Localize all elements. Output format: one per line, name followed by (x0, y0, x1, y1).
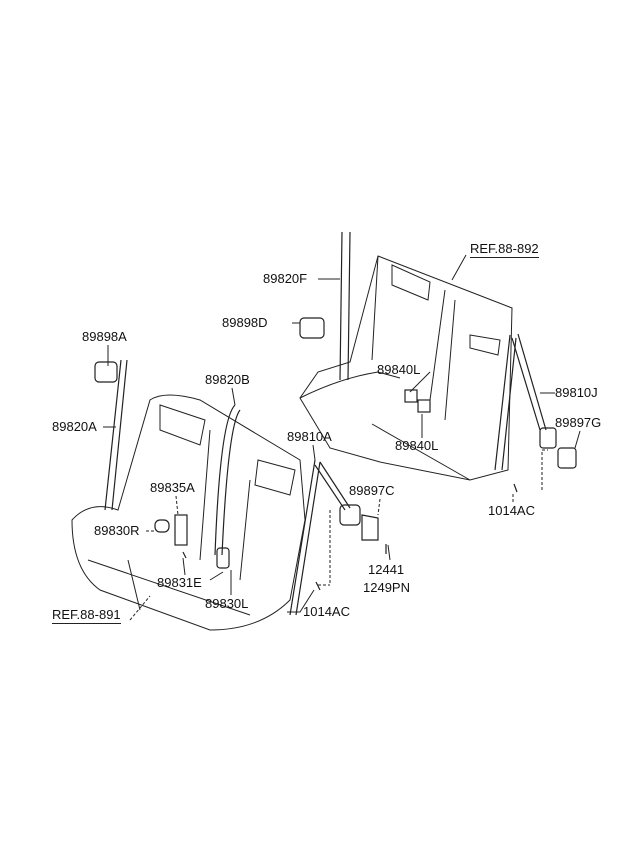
part-label-12441: 12441 (368, 562, 405, 577)
leader-lines (103, 254, 581, 621)
part-label-1249PN: 1249PN (363, 580, 410, 595)
part-label-1014AC-center: 1014AC (303, 604, 350, 619)
part-label-89840L-upper: 89840L (377, 362, 421, 377)
part-label-89820A: 89820A (52, 419, 97, 434)
part-label-89810A: 89810A (287, 429, 332, 444)
part-label-89810J: 89810J (555, 385, 598, 400)
part-label-89897G: 89897G (555, 415, 602, 430)
part-label-89897C: 89897C (349, 483, 395, 498)
part-label-89840L-lower: 89840L (395, 438, 439, 453)
second-row-seat (71, 394, 306, 631)
ref-88-891-label: REF.88-891 (52, 607, 121, 624)
ref-88-892-label: REF.88-892 (470, 241, 539, 258)
part-label-89835A: 89835A (150, 480, 195, 495)
part-label-89830L: 89830L (205, 596, 249, 611)
part-label-89831E: 89831E (157, 575, 202, 590)
part-label-1014AC-right: 1014AC (488, 503, 535, 518)
part-label-89898D: 89898D (222, 315, 268, 330)
part-label-89820B: 89820B (205, 372, 250, 387)
part-label-89820F: 89820F (263, 271, 308, 286)
part-label-89898A: 89898A (82, 329, 127, 344)
part-label-89830R: 89830R (94, 523, 140, 538)
seat-belts (94, 231, 577, 616)
